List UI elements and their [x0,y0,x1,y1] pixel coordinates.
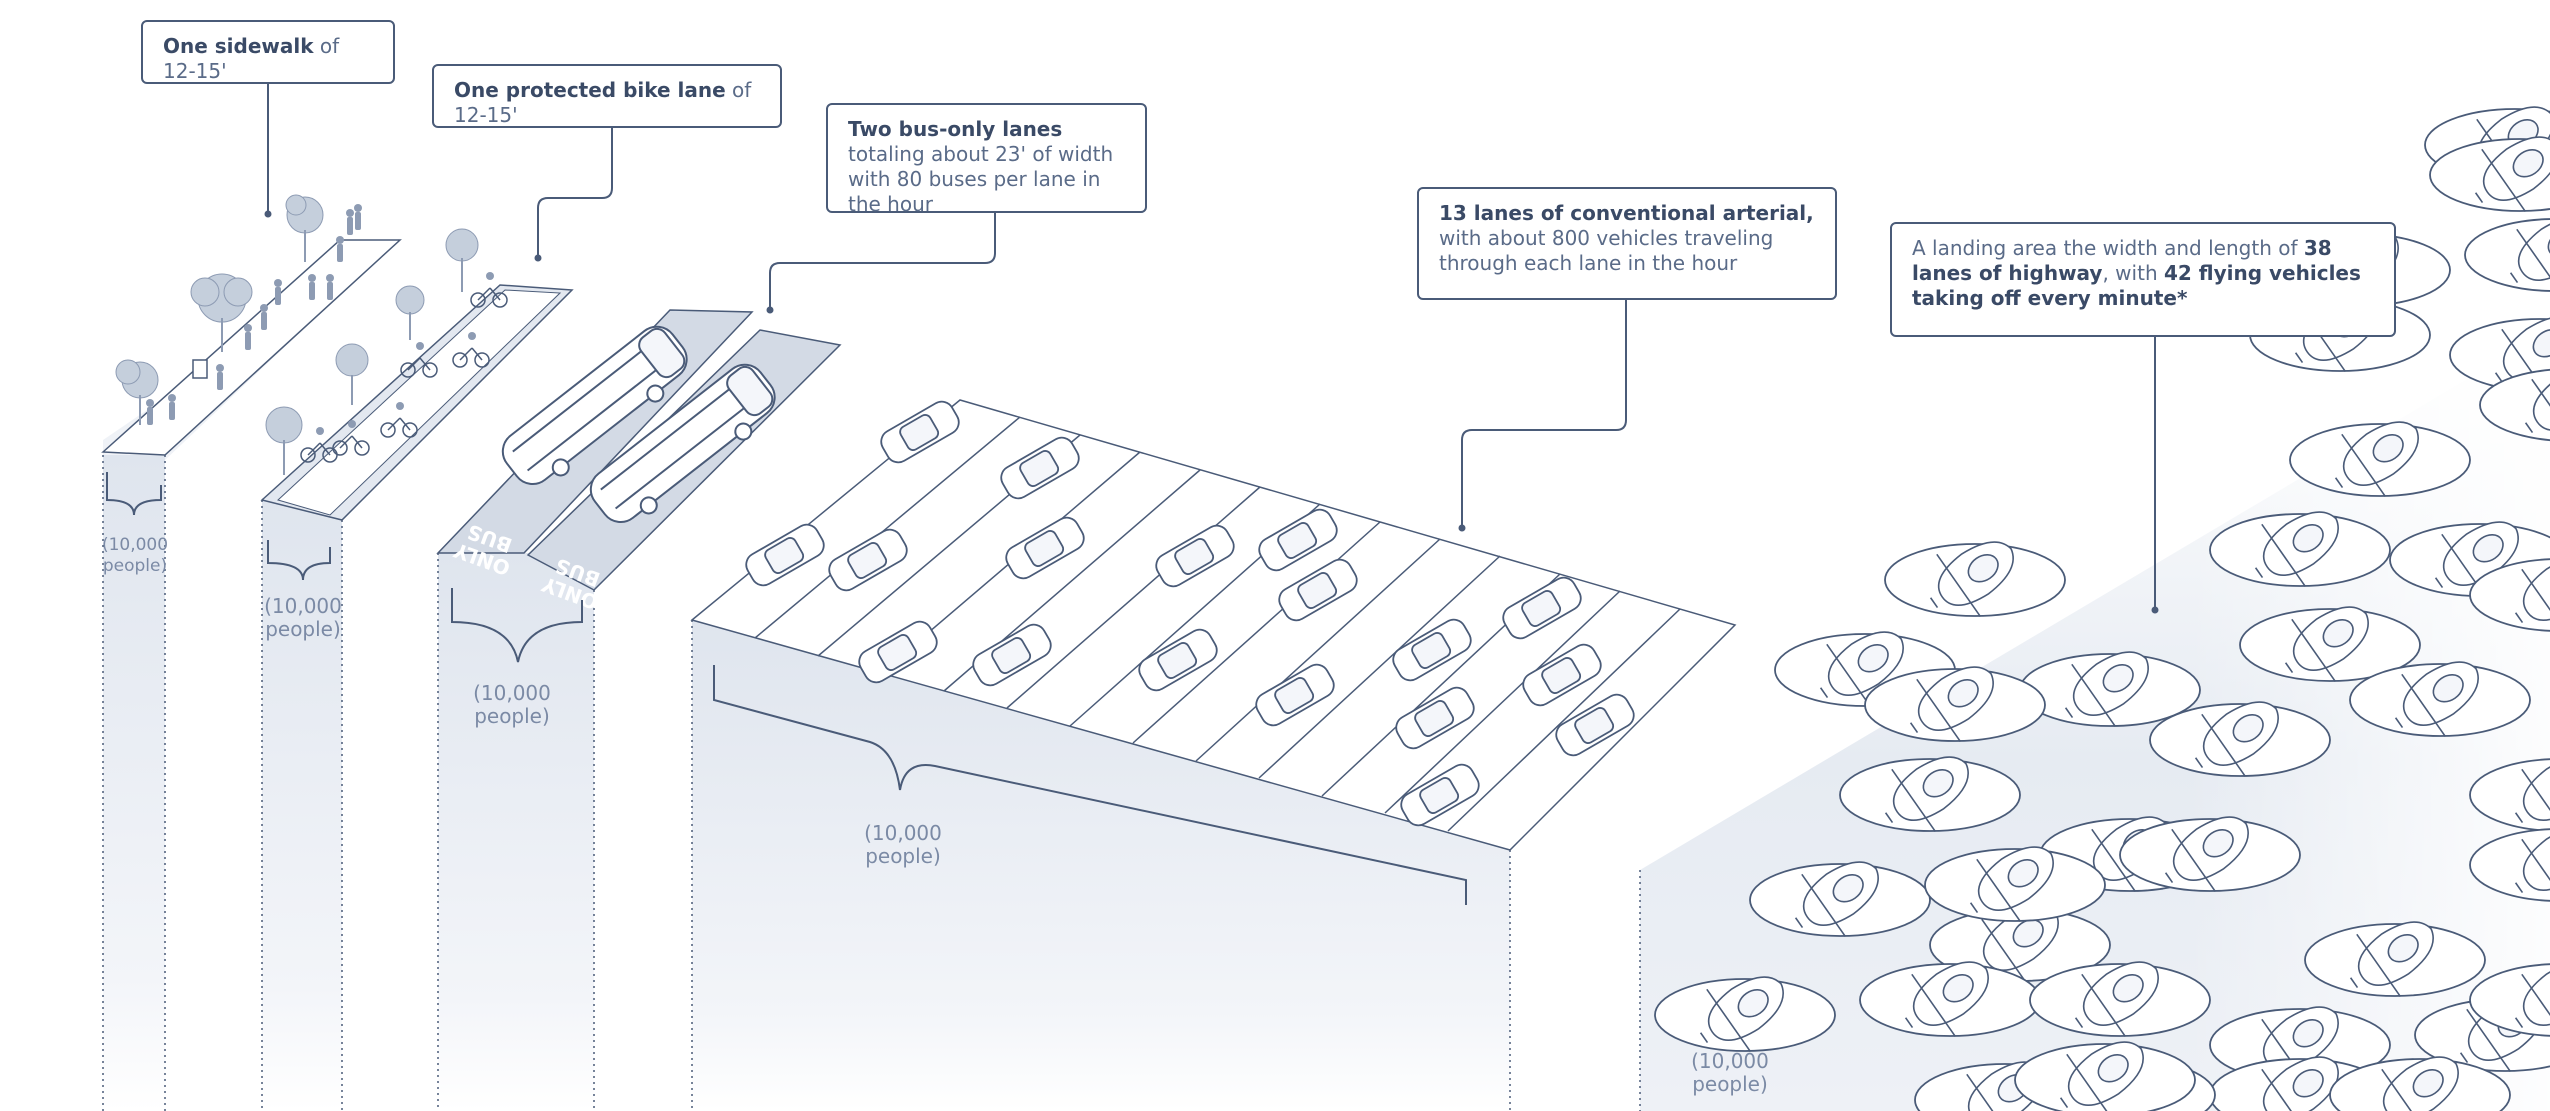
caption-bike-lane-line1: (10,000 [264,594,342,618]
landing-pad-icon [2349,661,2531,738]
leader-lines [264,84,2159,614]
flying-vehicle-icon [2509,216,2550,293]
flying-vehicle-icon [2514,556,2550,633]
caption-sidewalk: (10,000 people) [100,535,170,577]
flying-vehicle-icon [1904,961,1989,1038]
flying-vehicle-icon [1794,861,1879,938]
flying-vehicle-icon [1974,906,2059,983]
landing-pad-icon [1924,846,2106,923]
caption-bike-lane: (10,000 people) [258,595,348,641]
tree-icon [115,194,479,475]
landing-pad-icon [2029,961,2211,1038]
flying-vehicle-icon [2284,606,2369,683]
landing-pad-icon [2479,366,2550,443]
caption-landing-area-line1: (10,000 [1691,1049,1769,1073]
flying-vehicle-icon [2514,826,2550,903]
landing-pad-icon [2464,216,2550,293]
flying-vehicle-icon [2381,1056,2459,1111]
callout-bike-lane-bold: One protected bike lane [454,78,726,102]
caption-sidewalk-line1: (10,000 [101,535,169,555]
caption-arterial: (10,000 people) [858,822,948,868]
flying-vehicle-icon [2074,961,2159,1038]
flying-vehicle-icon [2064,651,2149,728]
car-icon [745,400,1635,827]
flying-vehicle-icon [2514,756,2550,833]
flying-vehicle-icon [2349,921,2434,998]
flying-vehicle-icon [2514,961,2550,1038]
flying-vehicle-icon [1819,631,1904,708]
flying-vehicle-icon [1884,756,1969,833]
caption-bus-lanes-line2: people) [474,704,550,728]
flying-vehicle-icon [2261,1056,2339,1111]
callout-bus-lanes-bold: Two bus-only lanes [848,117,1063,141]
landing-pad-icon [2469,961,2550,1038]
landing-pad-icon [2469,826,2550,903]
landing-pad-icon [1654,976,1836,1053]
callout-landing-area: A landing area the width and length of 3… [1890,222,2396,337]
flying-vehicle-icon [1969,846,2054,923]
flying-vehicle-icon [2524,366,2550,443]
landing-pad-icon [2119,816,2301,893]
callout-bus-lanes-rest: totaling about 23' of width with 80 buse… [848,142,1114,216]
caption-bus-lanes-line1: (10,000 [473,681,551,705]
callout-sidewalk-bold: One sidewalk [163,34,314,58]
callout-arterial-rest: with about 800 vehicles traveling throug… [1439,226,1774,275]
callout-landing-bold1: 38 lanes of highway [1912,236,2332,285]
landing-pad-icon [2289,421,2471,498]
caption-arterial-line2: people) [865,844,941,868]
landing-pad-icon [1884,541,2066,618]
flying-vehicle-icon [2254,511,2339,588]
callout-bike-lane: One protected bike lane of 12-15' [432,64,782,128]
callout-bike-lane-rest: of 12-15' [454,78,752,127]
flying-vehicle-icon [2194,701,2279,778]
landing-pad-icon [1864,666,2046,743]
cyclist-icon [300,272,508,463]
caption-bus-lanes: (10,000 people) [467,682,557,728]
landing-pad-icon [2329,1056,2511,1111]
landing-pad-icon [1839,756,2021,833]
landing-pad-icon [2429,136,2550,213]
landing-pad-icon [2239,606,2421,683]
bike-lane-block [260,284,574,1111]
callout-landing-bold2: 42 flying vehicles taking off every minu… [1912,261,2361,310]
landing-pad-icon [2019,651,2201,728]
landing-pad-icon [2469,756,2550,833]
caption-arterial-line1: (10,000 [864,821,942,845]
callout-sidewalk-rest: of 12-15' [163,34,340,83]
flying-vehicle-icon [2164,816,2249,893]
flying-vehicle-icon [2334,421,2419,498]
landing-pad-icon [1749,861,1931,938]
caption-sidewalk-line2: people) [102,556,168,576]
callout-landing-mid: , with [2102,261,2164,285]
landing-pad-icon [1859,961,2041,1038]
flying-vehicle-icon [2394,661,2479,738]
landing-pad-icon [2469,556,2550,633]
callout-arterial-bold: 13 lanes of conventional arterial, [1439,201,1814,225]
flying-vehicle-icon [1909,666,1994,743]
landing-pad-icon [2149,701,2331,778]
caption-landing-area-line2: people) [1692,1072,1768,1096]
caption-landing-area: (10,000 people) [1685,1050,1775,1096]
arterial-block [690,399,1737,1111]
callout-landing-pre: A landing area the width and length of [1912,236,2304,260]
flying-vehicle-icon [2059,1041,2144,1111]
pedestrian-icon [146,204,362,425]
landing-pads [1654,106,2550,1111]
sidewalk-block [101,238,402,1111]
flying-vehicle-icon [2474,136,2550,213]
caption-bike-lane-line2: people) [265,617,341,641]
bus-icon [501,325,776,523]
landing-pad-icon [2014,1041,2196,1111]
callout-bus-lanes: Two bus-only lanes totaling about 23' of… [826,103,1147,216]
flying-vehicle-icon [1699,976,1784,1053]
landing-pad-icon [2304,921,2486,998]
callout-sidewalk: One sidewalk of 12-15' [141,20,395,84]
flying-vehicle-icon [1929,541,2014,618]
callout-arterial: 13 lanes of conventional arterial, with … [1417,187,1837,300]
landing-pad-icon [2209,511,2391,588]
